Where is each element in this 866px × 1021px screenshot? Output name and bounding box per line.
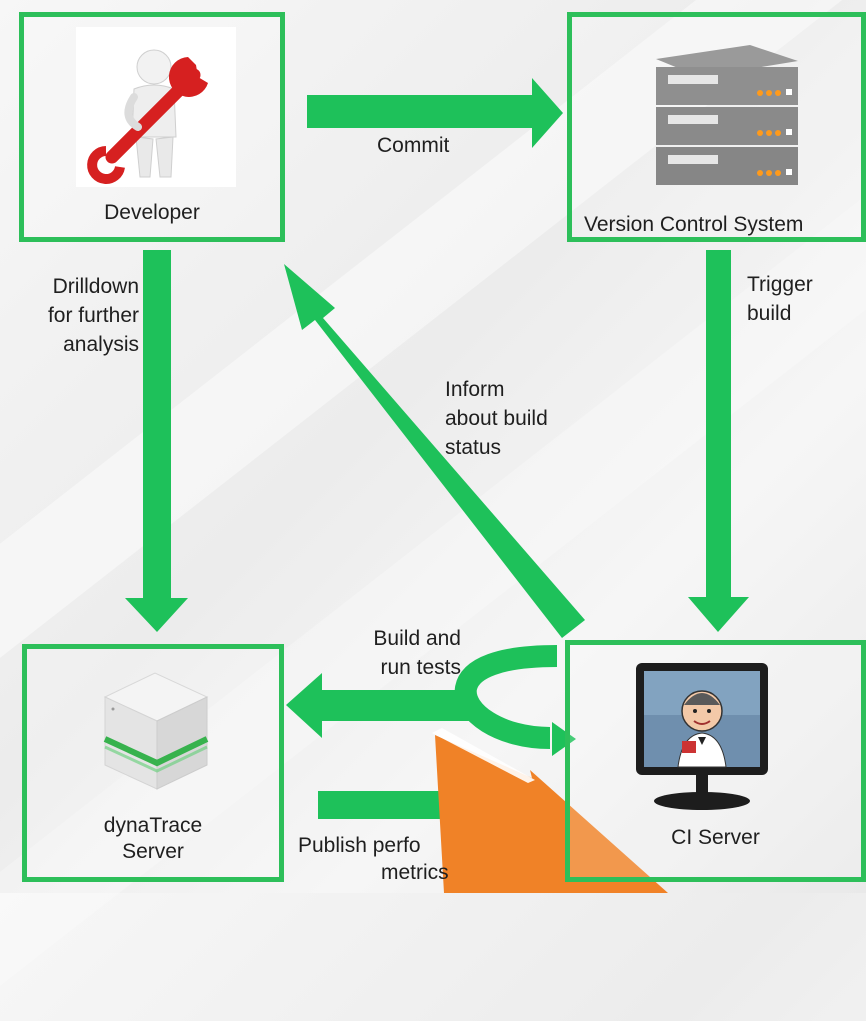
developer-wrench-figure-icon bbox=[76, 27, 236, 187]
drilldown-arrow bbox=[125, 250, 188, 632]
build-tests-label: Build and run tests bbox=[373, 627, 461, 679]
inform-label: Inform about build status bbox=[445, 378, 548, 459]
vcs-node: Version Control System bbox=[567, 12, 866, 242]
metrics-label: metrics bbox=[381, 861, 449, 884]
vcs-label: Version Control System bbox=[584, 213, 804, 236]
dynatrace-cube-icon bbox=[85, 667, 225, 797]
trigger-build-arrow bbox=[688, 250, 749, 632]
trigger-build-label: Trigger build bbox=[747, 273, 813, 325]
developer-label: Developer bbox=[104, 201, 200, 224]
publish-label: Publish perfo bbox=[298, 834, 421, 857]
build-tests-arrow bbox=[286, 645, 576, 756]
ci-server-node: CI Server bbox=[565, 640, 866, 882]
commit-arrow bbox=[307, 78, 563, 148]
server-rack-icon bbox=[640, 41, 800, 193]
orange-overlay-shape bbox=[435, 735, 668, 893]
inform-arrow bbox=[284, 264, 585, 638]
developer-node: Developer bbox=[19, 12, 285, 242]
orange-overlay-highlight bbox=[432, 728, 535, 783]
drilldown-label: Drilldown for further analysis bbox=[47, 275, 139, 356]
dynatrace-node: dynaTrace Server bbox=[22, 644, 284, 882]
jenkins-monitor-icon bbox=[632, 659, 772, 819]
connector-arrows bbox=[125, 78, 749, 893]
commit-label: Commit bbox=[377, 134, 450, 157]
dynatrace-label: dynaTrace Server bbox=[103, 814, 203, 863]
ci-server-label: CI Server bbox=[671, 826, 760, 849]
